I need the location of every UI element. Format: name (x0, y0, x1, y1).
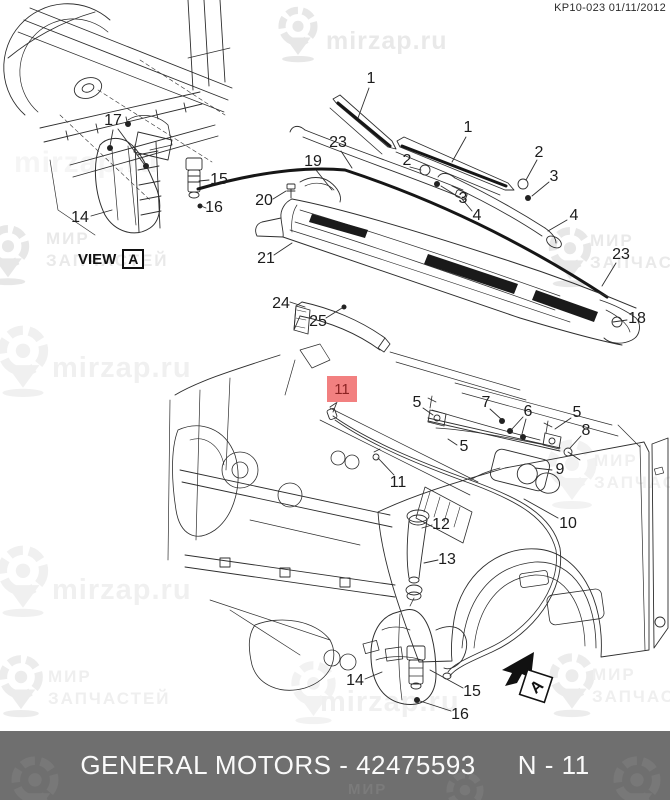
callout-11-highlight: 11 (327, 376, 357, 402)
callout-14: 14 (71, 209, 89, 226)
callout-24: 24 (272, 295, 290, 312)
callout-1: 1 (366, 70, 376, 87)
cowl-art (196, 167, 640, 353)
view-label-prefix: VIEW (78, 250, 117, 268)
callout-7: 7 (481, 394, 491, 411)
callout-21: 21 (257, 250, 275, 267)
callout-4: 4 (472, 207, 482, 224)
callout-10: 10 (559, 515, 577, 532)
watermark-mir: МИР (348, 781, 388, 798)
callout-5: 5 (459, 438, 469, 455)
callout-6: 6 (523, 403, 533, 420)
footer-page-ref: N - 11 (517, 750, 590, 780)
callout-16: 16 (205, 199, 223, 216)
callout-23: 23 (329, 134, 347, 151)
footer-brand-part: GENERAL MOTORS - 42475593 (80, 750, 476, 780)
body-view-art (3, 0, 233, 236)
callout-12: 12 (432, 516, 450, 533)
callout-4: 4 (569, 207, 579, 224)
callout-3: 3 (458, 190, 468, 207)
callout-5: 5 (412, 394, 422, 411)
callout-16: 16 (451, 706, 469, 723)
callout-11: 11 (389, 474, 407, 491)
callout-8: 8 (581, 422, 591, 439)
view-label-letter-box: A (122, 249, 145, 269)
callout-25: 25 (309, 313, 327, 330)
wiper-blade-art (289, 94, 562, 249)
callout-18: 18 (628, 310, 646, 327)
callout-15: 15 (463, 683, 481, 700)
callout-23: 23 (612, 246, 630, 263)
callout-20: 20 (255, 192, 273, 209)
callout-13: 13 (438, 551, 456, 568)
callout-14: 14 (346, 672, 364, 689)
detail-arrow-marker: A (502, 652, 554, 704)
footer-bar: МИР GENERAL MOTORS - 42475593 N - 11 (0, 731, 670, 800)
callout-2: 2 (534, 144, 544, 161)
callout-1: 1 (463, 119, 473, 136)
callout-9: 9 (555, 461, 565, 478)
leader-lines (90, 87, 628, 712)
doc-code: KP10-023 01/11/2012 (554, 2, 666, 14)
callout-15: 15 (210, 171, 228, 188)
callout-2: 2 (402, 152, 412, 169)
callout-19: 19 (304, 153, 322, 170)
callout-5: 5 (572, 404, 582, 421)
arrow-icon (502, 652, 534, 686)
view-label: VIEW A (78, 249, 145, 269)
callout-17: 17 (104, 112, 122, 129)
callout-3: 3 (549, 168, 559, 185)
engine-bay-art (167, 343, 669, 705)
